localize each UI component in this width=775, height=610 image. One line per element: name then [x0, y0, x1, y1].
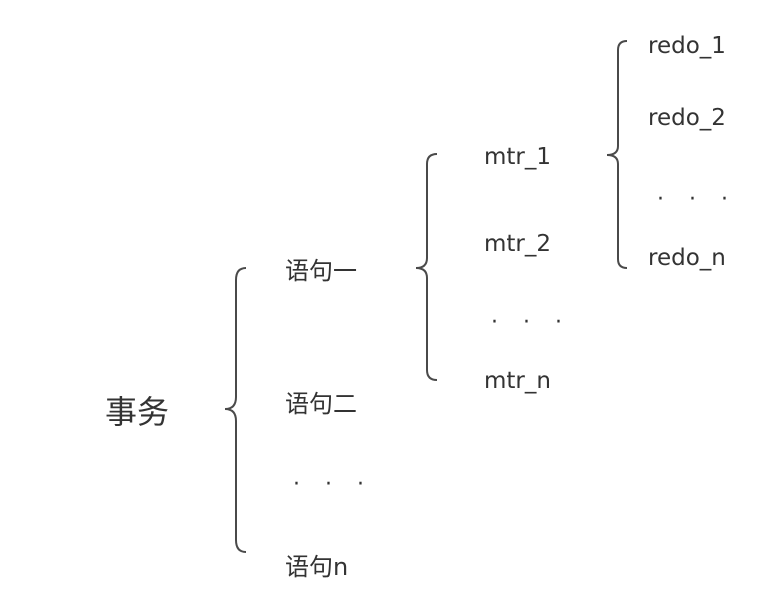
statement-n-label: 语句n [285, 553, 349, 581]
brace-mtr-one [606, 40, 628, 269]
redo-n-label: redo_n [648, 245, 726, 271]
brace-transaction [224, 267, 247, 553]
redo-two-label: redo_2 [648, 105, 726, 131]
mtr-two-label: mtr_2 [484, 231, 552, 257]
transaction-label: 事务 [105, 393, 170, 431]
mtr-ellipsis: · · · [491, 310, 571, 335]
statement-one-label: 语句一 [285, 257, 357, 285]
statement-ellipsis: · · · [293, 472, 373, 497]
mtr-one-label: mtr_1 [484, 144, 552, 170]
statement-two-label: 语句二 [285, 390, 357, 418]
brace-statement-one [415, 153, 438, 381]
redo-ellipsis: · · · [657, 187, 737, 212]
mtr-n-label: mtr_n [484, 368, 551, 394]
redo-one-label: redo_1 [648, 33, 726, 59]
